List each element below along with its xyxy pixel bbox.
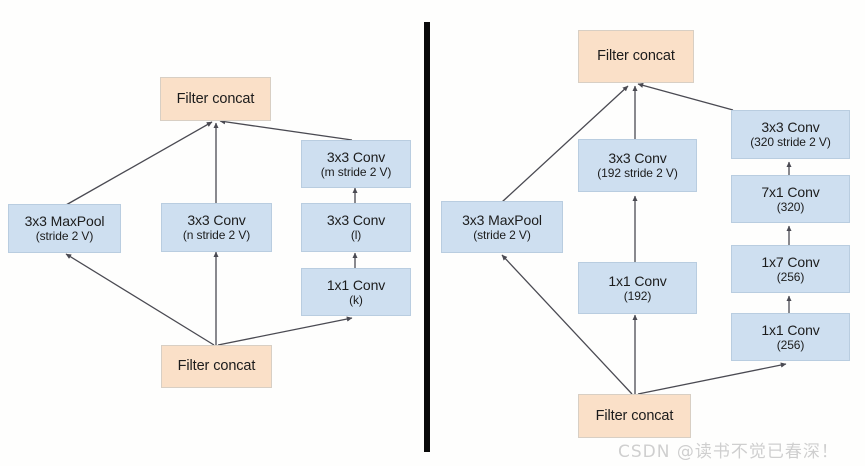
node-label-line2: (256) — [776, 337, 805, 352]
node-label-line1: 3x3 Conv — [326, 212, 386, 229]
right-conv-7x1-320-node[interactable]: 7x1 Conv (320) — [731, 175, 850, 223]
left-right-conv-mid-node[interactable]: 3x3 Conv (l) — [301, 203, 411, 252]
edge-left-concat-to-1x1 — [217, 316, 353, 346]
left-right-conv-bottom-node[interactable]: 1x1 Conv (k) — [301, 268, 411, 316]
node-label-line1: 1x1 Conv — [608, 272, 667, 289]
edge-left-3x3m-to-topconcat — [219, 119, 353, 141]
vertical-divider — [424, 22, 430, 452]
right-mid-conv-top-node[interactable]: 3x3 Conv (192 stride 2 V) — [578, 139, 697, 192]
left-right-conv-top-node[interactable]: 3x3 Conv (m stride 2 V) — [301, 140, 411, 188]
right-conv-1x1-256-node[interactable]: 1x1 Conv (256) — [731, 313, 850, 361]
left-mid-conv-node[interactable]: 3x3 Conv (n stride 2 V) — [161, 203, 272, 252]
node-label-line1: 1x1 Conv — [761, 321, 820, 338]
node-label-line1: 7x1 Conv — [761, 183, 820, 200]
right-maxpool-node[interactable]: 3x3 MaxPool (stride 2 V) — [441, 201, 563, 253]
edge-left-concat-to-maxpool — [65, 253, 215, 346]
node-label-line1: 3x3 Conv — [187, 212, 246, 229]
node-label-line1: 1x7 Conv — [761, 253, 820, 270]
left-maxpool-node[interactable]: 3x3 MaxPool (stride 2 V) — [8, 204, 121, 253]
node-label-line2: (k) — [349, 292, 363, 307]
edge-left-maxpool-to-topconcat — [65, 121, 213, 206]
node-label-line2: (stride 2 V) — [473, 227, 531, 242]
node-label-line2: (stride 2 V) — [35, 229, 94, 244]
node-label-line1: 3x3 Conv — [608, 150, 667, 167]
right-bottom-filter-concat[interactable]: Filter concat — [578, 394, 691, 438]
node-label-line1: 3x3 MaxPool — [24, 213, 105, 230]
right-conv-3x3-320-node[interactable]: 3x3 Conv (320 stride 2 V) — [731, 110, 850, 159]
edge-right-concat-to-1x1-256 — [637, 362, 787, 395]
node-label-line2: (320 stride 2 V) — [750, 135, 831, 150]
node-label-line1: 1x1 Conv — [326, 276, 386, 293]
node-label-line2: (m stride 2 V) — [320, 164, 392, 179]
node-label-line1: Filter concat — [595, 407, 674, 424]
node-label-line1: 3x3 MaxPool — [462, 211, 542, 228]
right-mid-conv-bottom-node[interactable]: 1x1 Conv (192) — [578, 262, 697, 314]
left-bottom-filter-concat[interactable]: Filter concat — [161, 345, 272, 388]
node-label-line1: 3x3 Conv — [761, 119, 820, 136]
node-label-line1: 3x3 Conv — [326, 148, 386, 165]
node-label-line2: (192 stride 2 V) — [597, 166, 678, 181]
left-top-filter-concat[interactable]: Filter concat — [160, 77, 271, 121]
csdn-watermark: CSDN @读书不觉已春深！ — [618, 442, 839, 462]
node-label-line1: Filter concat — [177, 358, 256, 375]
node-label-line2: (l) — [350, 228, 362, 243]
right-conv-1x7-256-node[interactable]: 1x7 Conv (256) — [731, 245, 850, 293]
node-label-line1: Filter concat — [597, 48, 675, 65]
edge-right-3x3-320-to-topconcat — [637, 82, 734, 111]
node-label-line2: (320) — [776, 199, 805, 214]
node-label-line2: (256) — [776, 269, 805, 284]
node-label-line1: Filter concat — [176, 90, 255, 107]
node-label-line2: (n stride 2 V) — [182, 228, 251, 243]
right-top-filter-concat[interactable]: Filter concat — [578, 30, 694, 83]
node-label-line2: (192) — [623, 288, 652, 303]
